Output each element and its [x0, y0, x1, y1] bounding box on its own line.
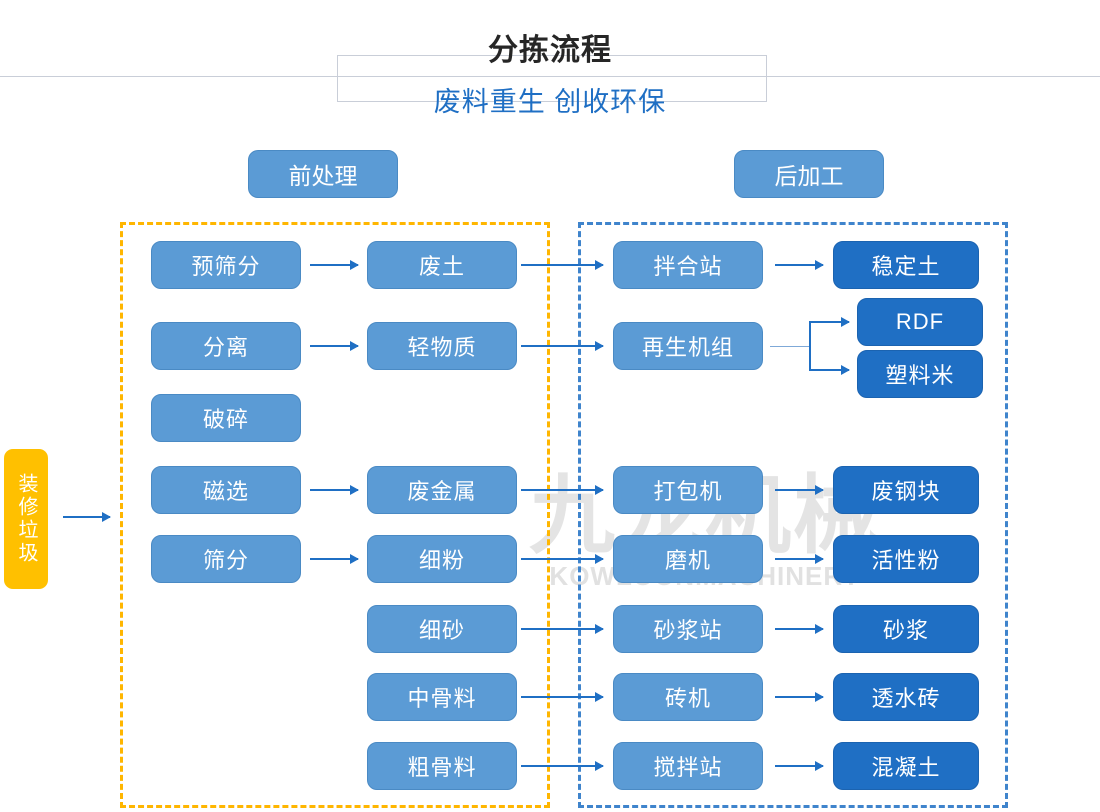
node-equipment-baler: 打包机 [613, 466, 763, 514]
node-process-crushing: 破碎 [151, 394, 301, 442]
arrow-pre-screening-to-waste-soil [310, 260, 359, 270]
node-process-separation: 分离 [151, 322, 301, 370]
arrow-magnetic-to-scrap-metal [310, 485, 359, 495]
arrow-medium-aggregate-to-brick-machine [521, 692, 604, 702]
zone-preprocessing [120, 222, 550, 808]
arrow-fine-sand-to-mortar-station [521, 624, 604, 634]
node-process-pre-screening: 预筛分 [151, 241, 301, 289]
node-product-active-powder: 活性粉 [833, 535, 979, 583]
header-divider-rule [0, 76, 1100, 77]
arrow-coarse-aggregate-to-mixing-plant [521, 761, 604, 771]
arrow-source-to-preprocessing [63, 512, 111, 522]
node-material-coarse-aggregate: 粗骨料 [367, 742, 517, 790]
node-product-stabilized-soil: 稳定土 [833, 241, 979, 289]
arrow-fine-powder-to-mill [521, 554, 604, 564]
fork-stem-recycling-unit [770, 346, 810, 347]
node-material-scrap-metal: 废金属 [367, 466, 517, 514]
arrow-recycling-unit-to-plastic-pellets [809, 365, 850, 375]
node-equipment-brick-machine: 砖机 [613, 673, 763, 721]
node-product-plastic-pellets: 塑料米 [857, 350, 983, 398]
source-node-label: 装修垃圾 [15, 473, 37, 565]
section-header-preprocessing: 前处理 [248, 150, 398, 198]
arrow-mixing-station-to-stabilized-soil [775, 260, 824, 270]
node-process-magnetic-separation: 磁选 [151, 466, 301, 514]
node-equipment-mortar-station: 砂浆站 [613, 605, 763, 653]
node-product-permeable-brick: 透水砖 [833, 673, 979, 721]
node-product-mortar: 砂浆 [833, 605, 979, 653]
arrow-scrap-metal-to-baler [521, 485, 604, 495]
node-material-light-material: 轻物质 [367, 322, 517, 370]
node-equipment-mill: 磨机 [613, 535, 763, 583]
arrow-screening-to-fine-powder [310, 554, 359, 564]
arrow-recycling-unit-to-rdf [809, 317, 850, 327]
node-material-medium-aggregate: 中骨料 [367, 673, 517, 721]
node-equipment-mixing-station: 拌合站 [613, 241, 763, 289]
page-subtitle: 废料重生 创收环保 [433, 87, 667, 117]
source-node-renovation-waste: 装修垃圾 [4, 449, 48, 589]
section-header-postprocessing: 后加工 [734, 150, 884, 198]
arrow-light-material-to-recycling-unit [521, 341, 604, 351]
fork-spine-recycling-unit [809, 322, 811, 370]
zone-postprocessing [578, 222, 1008, 808]
node-material-waste-soil: 废土 [367, 241, 517, 289]
arrow-baler-to-scrap-steel-block [775, 485, 824, 495]
node-product-rdf: RDF [857, 298, 983, 346]
node-equipment-recycling-unit: 再生机组 [613, 322, 763, 370]
node-product-concrete: 混凝土 [833, 742, 979, 790]
arrow-mill-to-active-powder [775, 554, 824, 564]
page-title: 分拣流程 [488, 34, 612, 67]
arrow-mortar-station-to-mortar [775, 624, 824, 634]
arrow-brick-machine-to-permeable-brick [775, 692, 824, 702]
node-product-scrap-steel-block: 废钢块 [833, 466, 979, 514]
node-process-screening: 筛分 [151, 535, 301, 583]
title-decorative-frame [337, 55, 767, 102]
arrow-waste-soil-to-mixing-station [521, 260, 604, 270]
node-material-fine-powder: 细粉 [367, 535, 517, 583]
arrow-mixing-plant-to-concrete [775, 761, 824, 771]
node-material-fine-sand: 细砂 [367, 605, 517, 653]
arrow-separation-to-light-material [310, 341, 359, 351]
node-equipment-mixing-plant: 搅拌站 [613, 742, 763, 790]
